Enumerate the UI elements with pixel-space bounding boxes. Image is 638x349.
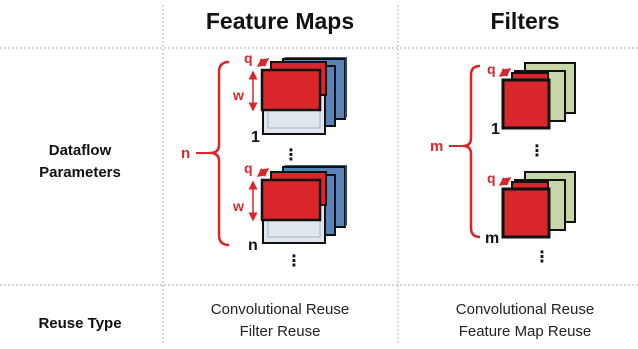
param-w-label: w <box>232 198 244 214</box>
row-label-reuse-type: Reuse Type <box>38 315 122 332</box>
q-arrow <box>498 177 512 186</box>
filter-stack-2: q m <box>485 170 576 247</box>
ellipsis-filters-middle: ⋮ <box>529 143 545 160</box>
header-feature-maps: Feature Maps <box>205 8 355 34</box>
row-label-line-1: Dataflow <box>48 142 112 159</box>
filter-front <box>501 78 551 130</box>
index-1-label: 1 <box>491 121 500 138</box>
filter-stack-1: q 1 <box>487 61 576 138</box>
param-n-label: n <box>181 145 190 162</box>
feature-map-stack-2: q w n <box>232 160 347 254</box>
feature-map-stack-1: q w 1 <box>232 50 347 146</box>
row-label-line-2: Parameters <box>39 164 121 181</box>
param-w-label: w <box>232 87 244 103</box>
filters-reuse-line-1: Convolutional Reuse <box>455 301 595 318</box>
index-m-label: m <box>485 230 499 247</box>
feature-maps-reuse-line-2: Filter Reuse <box>239 323 321 340</box>
ellipsis-feature-maps-bottom: ⋮ <box>286 253 302 270</box>
param-q-label: q <box>244 50 253 66</box>
ellipsis-feature-maps-middle: ⋮ <box>283 147 299 164</box>
q-arrow <box>256 168 270 177</box>
index-n-label: n <box>248 237 258 254</box>
param-q-label: q <box>487 170 496 186</box>
filters-m-bracket <box>449 64 481 239</box>
feature-maps-n-bracket <box>196 60 230 247</box>
param-q-label: q <box>487 61 496 77</box>
filters-reuse-line-2: Feature Map Reuse <box>458 323 592 340</box>
header-filters: Filters <box>490 8 560 34</box>
window-front <box>260 68 322 112</box>
q-arrow <box>498 68 512 77</box>
window-front <box>260 178 322 222</box>
filter-front <box>501 187 551 239</box>
param-m-label: m <box>430 138 443 155</box>
index-1-label: 1 <box>251 129 260 146</box>
feature-maps-reuse-line-1: Convolutional Reuse <box>210 301 350 318</box>
param-q-label: q <box>244 160 253 176</box>
filters-reuse-type: Convolutional Reuse Feature Map Reuse <box>410 299 638 343</box>
feature-maps-reuse-type: Convolutional Reuse Filter Reuse <box>170 299 390 343</box>
ellipsis-filters-bottom: ⋮ <box>534 249 550 266</box>
q-arrow <box>256 58 270 67</box>
table-grid <box>0 5 638 345</box>
row-label-dataflow-parameters: Dataflow Parameters <box>10 140 150 184</box>
